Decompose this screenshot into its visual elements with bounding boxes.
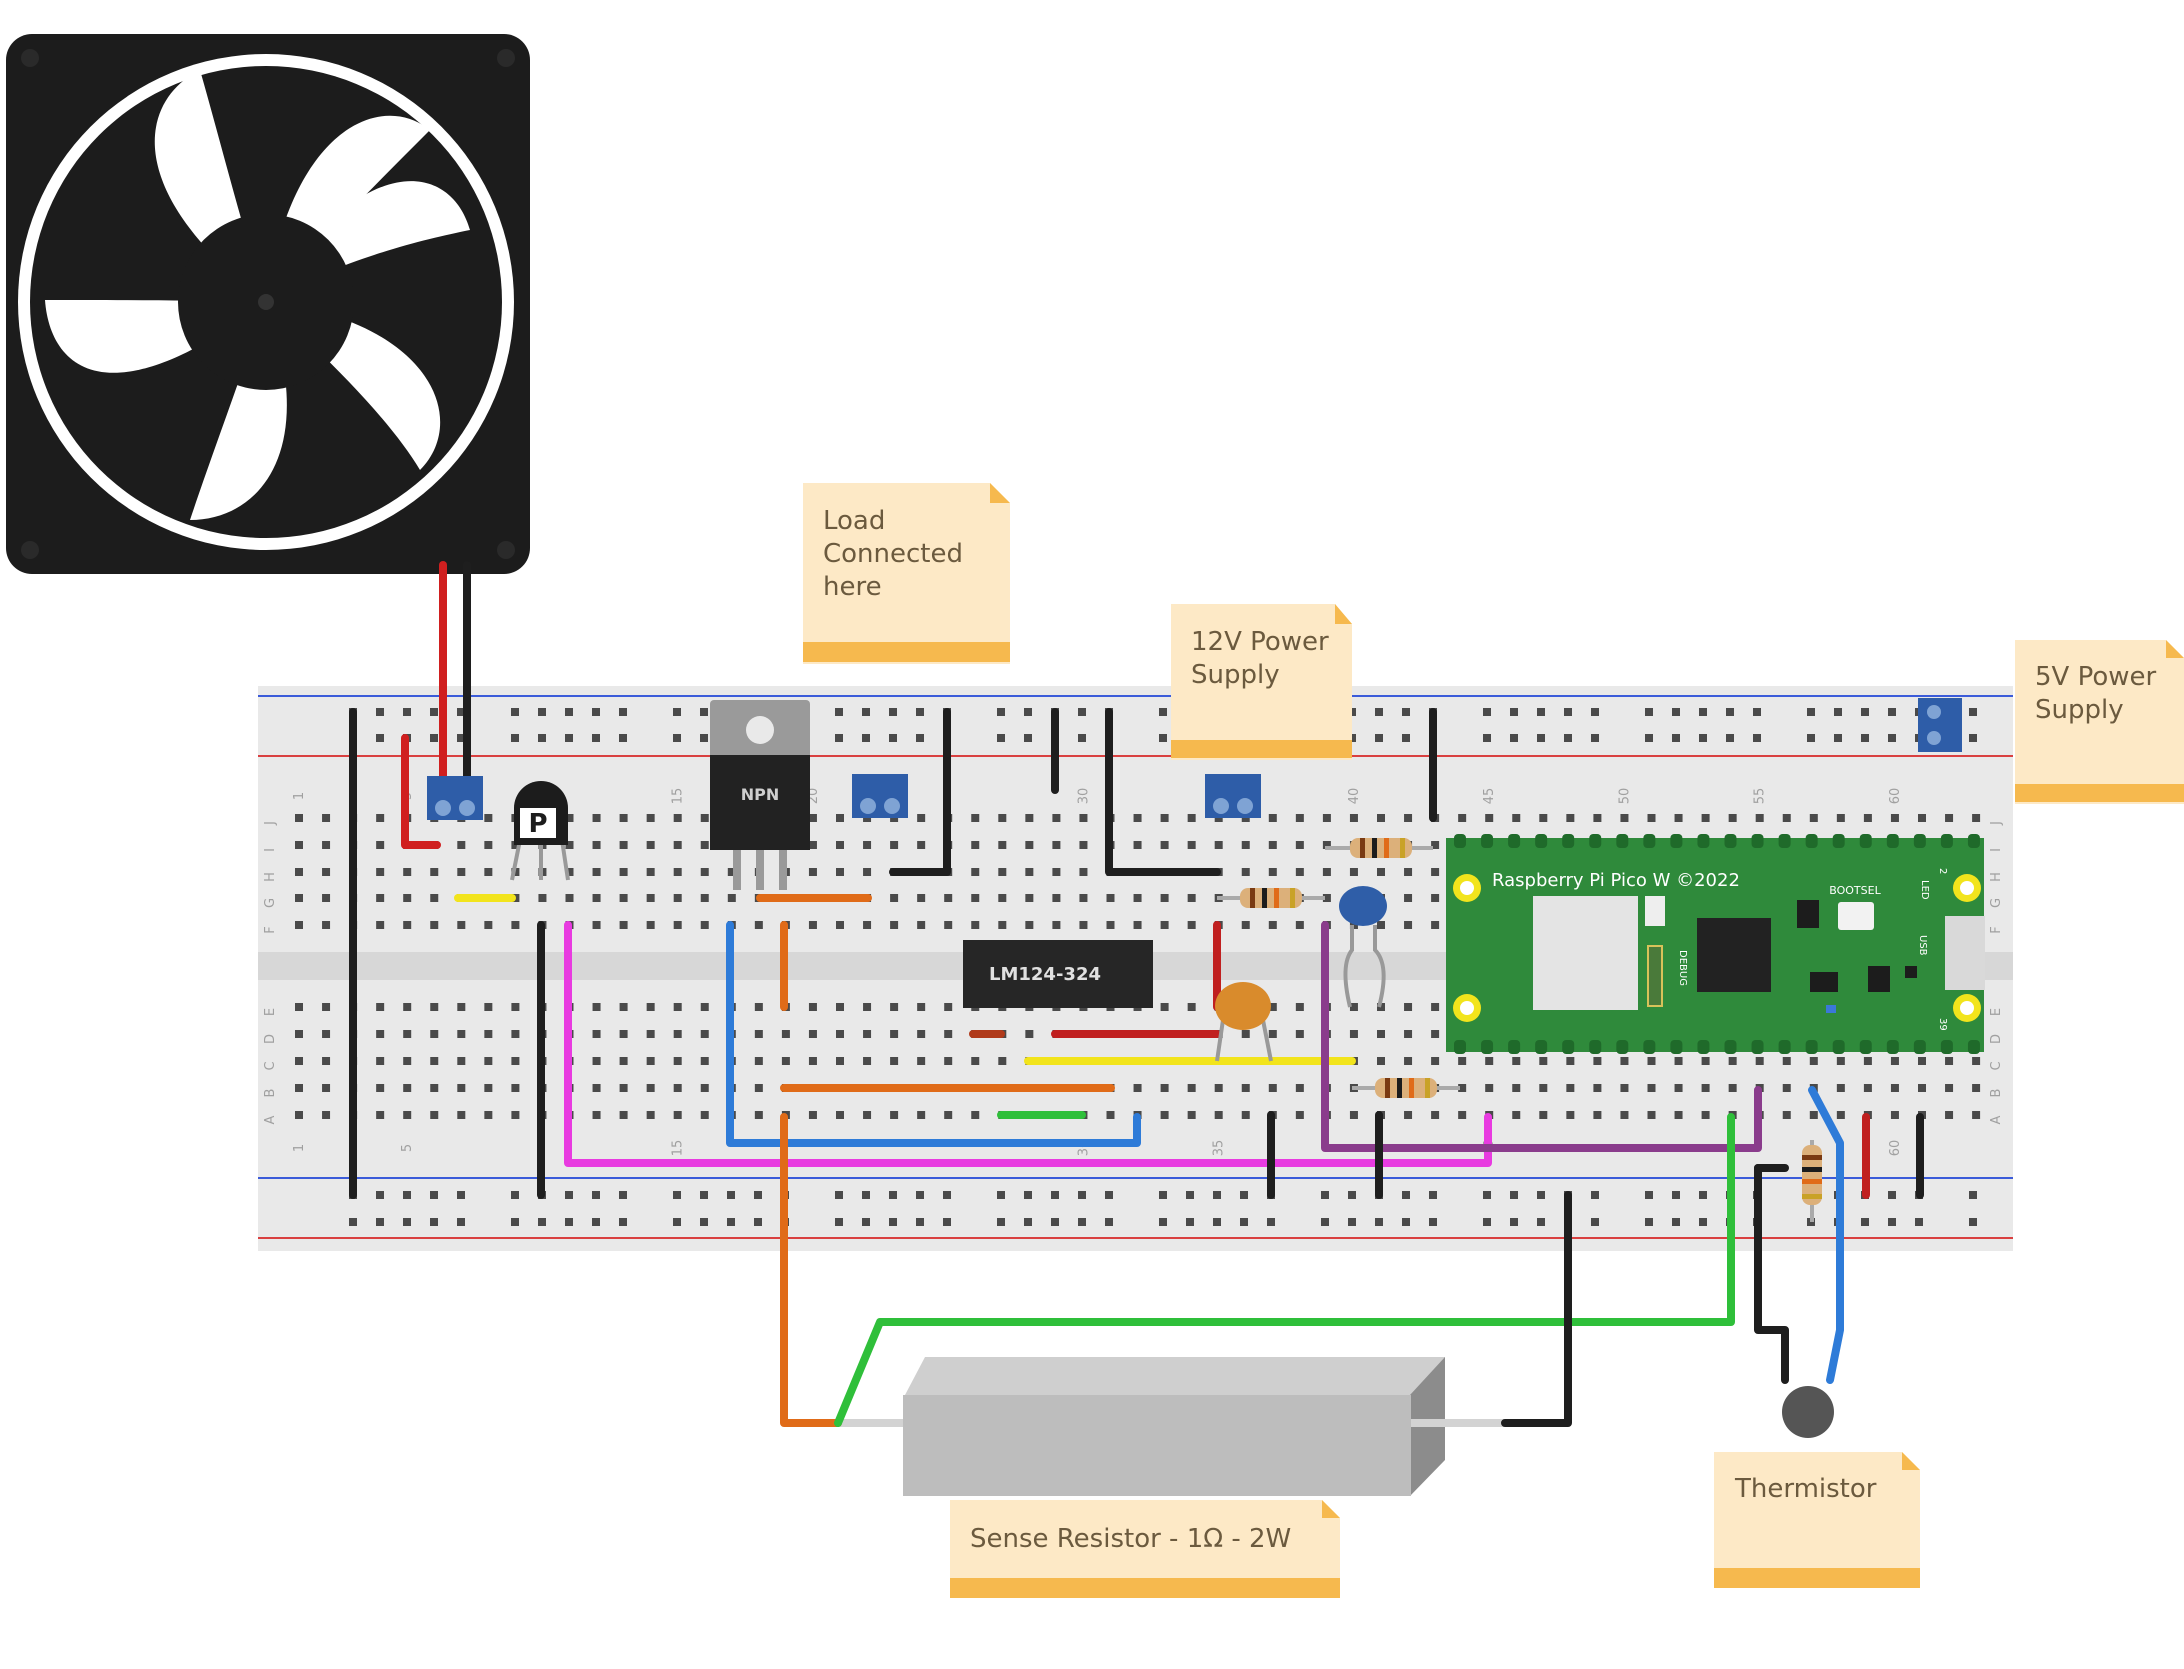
resistor-r4: [1802, 1140, 1822, 1222]
svg-text:15: 15: [671, 788, 686, 805]
breadboard-row-labels: J J I I H H G G F F E E D D C C B B A A: [263, 821, 2004, 1124]
svg-text:D: D: [263, 1034, 278, 1044]
ceramic-capacitor-blue: [1339, 886, 1387, 1008]
note-sense-resistor: Sense Resistor - 1Ω - 2W: [950, 1500, 1340, 1598]
pico-pin-2-label: 2: [1937, 868, 1948, 874]
svg-text:50: 50: [1617, 788, 1632, 805]
note-5v-line-1: 5V Power: [2035, 662, 2157, 692]
svg-text:H: H: [1989, 872, 2004, 882]
pico-debug-label: DEBUG: [1677, 950, 1688, 986]
resistor-r3: [1352, 1078, 1460, 1098]
pico-pin-39-label: 39: [1937, 1018, 1948, 1031]
svg-text:30: 30: [1076, 788, 1091, 805]
terminal-block-fan: [427, 776, 483, 820]
svg-text:G: G: [263, 898, 278, 908]
svg-text:35: 35: [1212, 1140, 1227, 1157]
note-5v-supply: 5V Power Supply: [2015, 640, 2184, 804]
note-5v-line-2: Supply: [2035, 695, 2124, 725]
svg-text:J: J: [1989, 821, 2004, 826]
npn-label: NPN: [741, 785, 780, 804]
svg-text:12V Power Supply: 12V Power Supply: [1191, 627, 1337, 690]
svg-text:1: 1: [292, 1144, 307, 1152]
svg-text:E: E: [1989, 1008, 2004, 1016]
pnp-transistor: P: [510, 781, 570, 881]
svg-text:H: H: [263, 872, 278, 882]
pico-bootsel-label: BOOTSEL: [1829, 884, 1881, 897]
svg-text:I: I: [263, 848, 278, 852]
svg-text:B: B: [263, 1089, 278, 1098]
svg-text:A: A: [263, 1115, 278, 1124]
svg-text:5V Power Supply: 5V Power Supply: [2035, 662, 2164, 725]
lm124-opamp-ic: LM124-324: [963, 940, 1153, 1008]
svg-text:J: J: [263, 821, 278, 826]
note-load-line-1: Load: [823, 506, 885, 536]
pico-pins: [1454, 834, 1980, 1054]
svg-text:Load Connected her: Load Connected here: [823, 506, 971, 602]
svg-text:15: 15: [671, 1140, 686, 1157]
transistor-letter: P: [528, 809, 547, 839]
svg-text:I: I: [1989, 848, 2004, 852]
svg-text:G: G: [1989, 898, 2004, 908]
pico-led-label: LED: [1919, 880, 1930, 900]
svg-text:A: A: [1989, 1115, 2004, 1124]
npn-power-transistor: NPN: [710, 700, 810, 890]
terminal-block-load: [852, 774, 908, 818]
sense-resistor: [840, 1357, 1505, 1496]
pico-label: Raspberry Pi Pico W ©2022: [1492, 870, 1740, 891]
note-12v-line-1: 12V Power: [1191, 627, 1329, 657]
svg-text:55: 55: [1753, 788, 1768, 805]
svg-text:D: D: [1989, 1034, 2004, 1044]
note-sense-line-1: Sense Resistor - 1Ω - 2W: [970, 1524, 1291, 1554]
note-12v-supply: 12V Power Supply: [1171, 604, 1352, 760]
resistor-r1: [1325, 838, 1433, 858]
opamp-label: LM124-324: [989, 964, 1101, 985]
note-load: Load Connected here: [803, 483, 1010, 664]
pico-usb-label: USB: [1917, 935, 1928, 956]
note-thermistor-line-1: Thermistor: [1734, 1474, 1877, 1504]
svg-text:C: C: [1989, 1061, 2004, 1070]
note-load-line-3: here: [823, 572, 882, 602]
svg-text:B: B: [1989, 1089, 2004, 1098]
svg-text:40: 40: [1347, 788, 1362, 805]
note-12v-line-2: Supply: [1191, 660, 1280, 690]
svg-text:F: F: [263, 926, 278, 933]
svg-text:45: 45: [1482, 788, 1497, 805]
note-thermistor: Thermistor: [1714, 1452, 1920, 1588]
terminal-block-5v: [1918, 698, 1962, 752]
svg-text:1: 1: [292, 792, 307, 800]
note-load-line-2: Connected: [823, 539, 963, 569]
svg-text:60: 60: [1888, 788, 1903, 805]
svg-text:E: E: [263, 1008, 278, 1016]
thermistor: [1782, 1386, 1834, 1438]
terminal-block-12v: [1205, 774, 1261, 818]
svg-text:5: 5: [400, 1144, 415, 1152]
raspberry-pi-pico-w: Raspberry Pi Pico W ©2022 DEBUG BOOTSEL …: [1446, 834, 1985, 1054]
svg-text:60: 60: [1888, 1140, 1903, 1157]
wires: [349, 561, 1924, 1427]
cooling-fan: [6, 34, 530, 574]
svg-text:F: F: [1989, 926, 2004, 933]
svg-text:C: C: [263, 1061, 278, 1070]
ceramic-capacitor-orange: [1215, 982, 1273, 1062]
resistor-r2: [1217, 888, 1325, 908]
